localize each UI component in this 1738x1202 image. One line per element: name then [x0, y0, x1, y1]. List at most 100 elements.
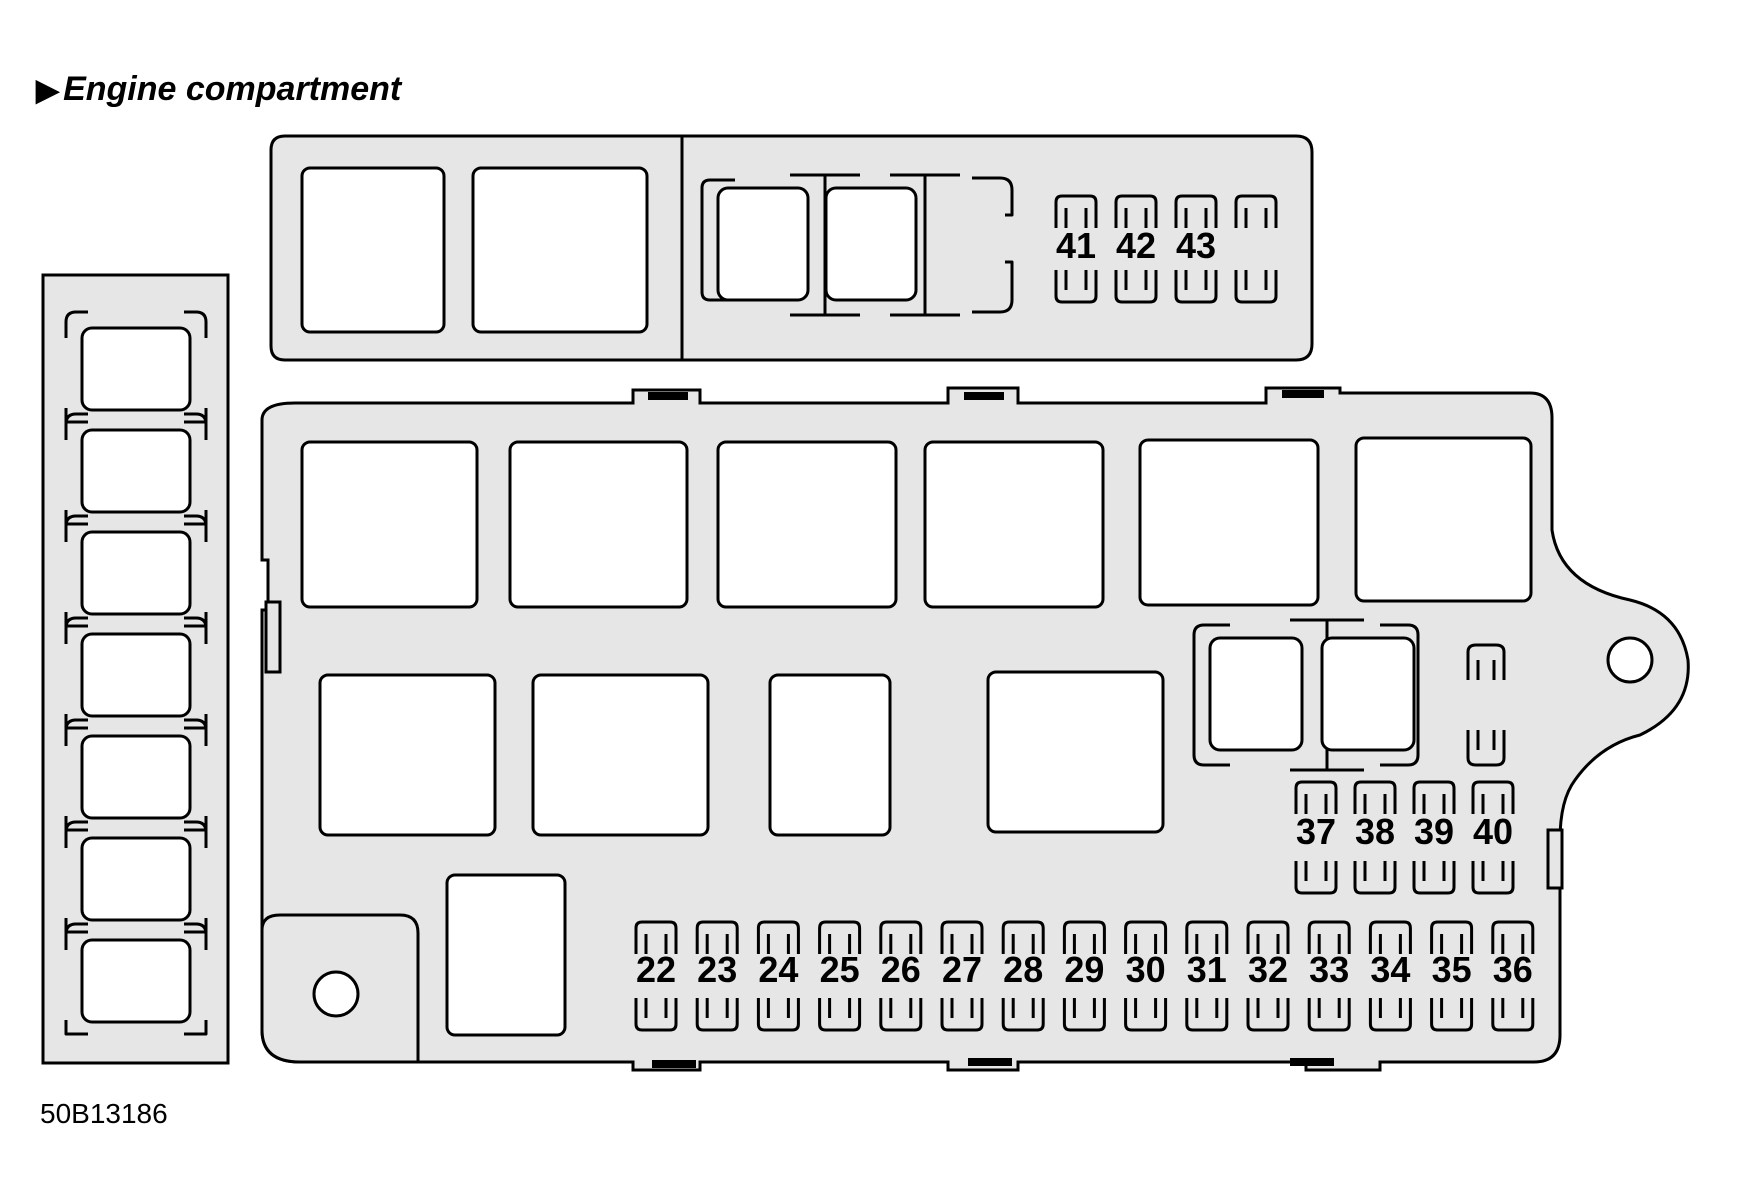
relay-socket-r2-3	[768, 673, 892, 837]
fuse-label-29: 29	[1064, 949, 1104, 990]
fuse-29-upper-clip	[1062, 920, 1106, 954]
fuse-25-lower-clip	[818, 998, 862, 1032]
left-relay-1	[80, 326, 192, 412]
fuse-31-upper-clip	[1185, 920, 1229, 954]
main-left-latch	[264, 600, 282, 674]
left-relay-3	[80, 530, 192, 616]
left-relay-bracket-3	[64, 514, 208, 628]
relay-socket-r2-1	[318, 673, 497, 837]
left-relay-2	[80, 428, 192, 514]
fuse-35-upper-clip	[1430, 920, 1474, 954]
fuse-label-39: 39	[1414, 811, 1454, 852]
fuse-34-upper-clip	[1368, 920, 1412, 954]
fuse-37-upper-clip	[1294, 780, 1338, 814]
fuse-label-33: 33	[1309, 949, 1349, 990]
left-relay-6	[80, 836, 192, 922]
top-bracket-right-lower	[972, 260, 1014, 314]
fuse-43-lower-clip	[1174, 270, 1218, 304]
fuse-33-upper-clip	[1307, 920, 1351, 954]
main-bottom-tab-3	[1290, 1058, 1334, 1066]
top-separator-2	[890, 173, 960, 317]
left-relay-5	[80, 734, 192, 820]
left-relay-7	[80, 938, 192, 1024]
left-relay-strip	[41, 273, 230, 1065]
right-fuse-labels: 37 38 39 40	[1296, 811, 1513, 852]
fuse-27-lower-clip	[940, 998, 984, 1032]
top-relay-socket-1	[300, 166, 446, 334]
top-mini-relay-1	[716, 186, 810, 302]
main-bracket-left	[1192, 623, 1230, 767]
relay-socket-r1-6	[1354, 436, 1533, 603]
top-spare-fuse-lower-clip	[1234, 270, 1278, 304]
fuse-label-43: 43	[1176, 225, 1216, 266]
fuse-24-upper-clip	[756, 920, 800, 954]
fuse-label-38: 38	[1355, 811, 1395, 852]
main-mini-relay-2	[1320, 636, 1416, 752]
bottom-fuse-clips	[634, 920, 1535, 1032]
fuse-label-30: 30	[1126, 949, 1166, 990]
fuse-41-upper-clip	[1054, 194, 1098, 228]
left-relay-bracket-4	[64, 616, 208, 730]
fuse-42-upper-clip	[1114, 194, 1158, 228]
mounting-hole-right	[1606, 636, 1654, 684]
fuse-23-upper-clip	[695, 920, 739, 954]
fuse-23-lower-clip	[695, 998, 739, 1032]
left-relay-bracket-6	[64, 820, 208, 934]
fuse-36-lower-clip	[1491, 998, 1535, 1032]
fuse-label-35: 35	[1432, 949, 1472, 990]
main-right-latch	[1546, 828, 1564, 890]
fuse-label-34: 34	[1370, 949, 1410, 990]
fuse-label-41: 41	[1056, 225, 1096, 266]
fuse-40-lower-clip	[1471, 861, 1515, 895]
fuse-32-lower-clip	[1246, 998, 1290, 1032]
left-relay-bracket-7	[64, 922, 208, 1036]
fuse-41-lower-clip	[1054, 270, 1098, 304]
fuse-32-upper-clip	[1246, 920, 1290, 954]
fuse-label-25: 25	[820, 949, 860, 990]
fuse-label-22: 22	[636, 949, 676, 990]
fuse-30-lower-clip	[1124, 998, 1168, 1032]
main-bracket-right	[1380, 623, 1420, 767]
relay-socket-r1-5	[1138, 438, 1320, 607]
fuse-22-upper-clip	[634, 920, 678, 954]
fuse-37-lower-clip	[1294, 861, 1338, 895]
relay-socket-r2-4	[986, 670, 1165, 834]
main-bottom-tab-1	[652, 1060, 696, 1068]
top-bracket-left	[700, 178, 735, 302]
main-mini-relay-1	[1208, 636, 1304, 752]
fuse-label-32: 32	[1248, 949, 1288, 990]
fuse-29-lower-clip	[1062, 998, 1106, 1032]
fuse-28-lower-clip	[1001, 998, 1045, 1032]
relay-socket-r1-4	[923, 440, 1105, 609]
relay-socket-r1-2	[508, 440, 689, 609]
right-fuse-clips	[1294, 780, 1515, 895]
diagram-title: ▶Engine compartment	[36, 70, 401, 109]
main-top-tab-3	[1282, 390, 1324, 398]
fuse-label-24: 24	[758, 949, 798, 990]
left-relay-group	[64, 310, 208, 1036]
figure-code: 50B13186	[40, 1098, 168, 1129]
fuse-28-upper-clip	[1001, 920, 1045, 954]
relay-socket-r1-3	[716, 440, 898, 609]
fuse-label-40: 40	[1473, 811, 1513, 852]
fuse-label-37: 37	[1296, 811, 1336, 852]
fuse-label-31: 31	[1187, 949, 1227, 990]
fuse-33-lower-clip	[1307, 998, 1351, 1032]
top-fuse-clips	[1054, 194, 1278, 304]
main-top-tab-1	[648, 392, 688, 400]
mounting-hole-left	[312, 970, 360, 1018]
fuse-25-upper-clip	[818, 920, 862, 954]
fuse-31-lower-clip	[1185, 998, 1229, 1032]
fuse-38-upper-clip	[1353, 780, 1397, 814]
fuse-39-upper-clip	[1412, 780, 1456, 814]
fuse-24-lower-clip	[756, 998, 800, 1032]
spare-clip-lower	[1466, 730, 1506, 767]
fuse-34-lower-clip	[1368, 998, 1412, 1032]
relay-socket-r3-1	[445, 873, 567, 1037]
top-mini-relay-2	[824, 186, 918, 302]
fuse-38-lower-clip	[1353, 861, 1397, 895]
